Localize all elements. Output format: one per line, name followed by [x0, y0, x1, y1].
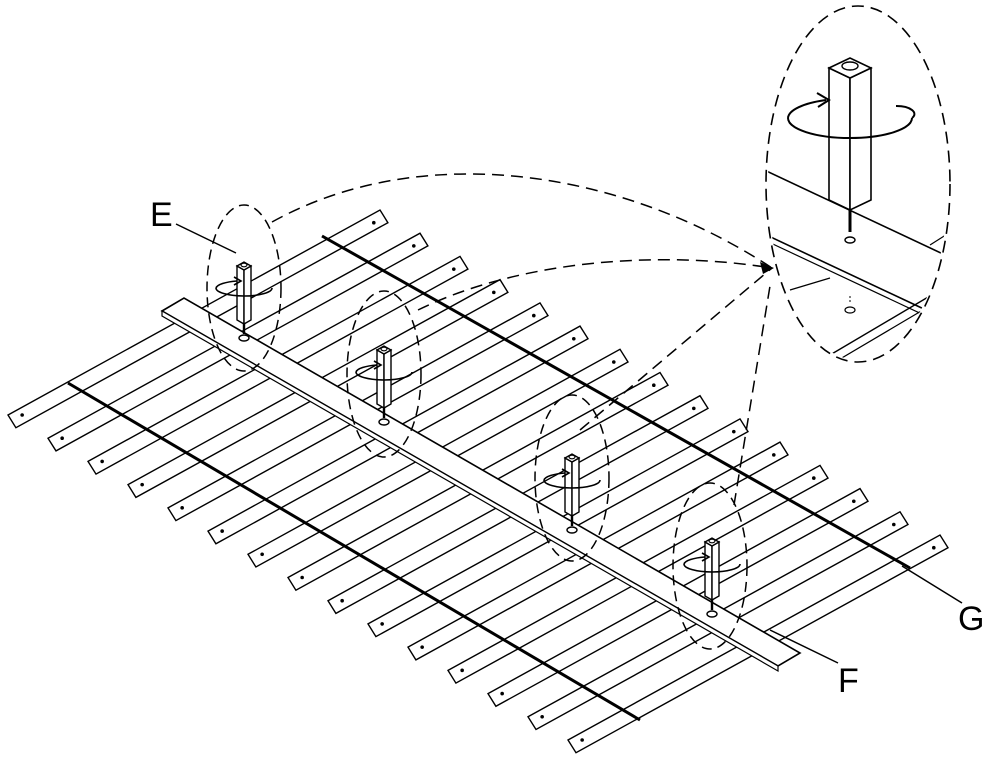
dashed-focus-ellipse: [206, 204, 282, 372]
rotation-arrow-icon: [373, 360, 383, 370]
rotation-arrow-icon: [895, 104, 916, 119]
square-driver-bit-icon: [571, 456, 580, 518]
rotation-arrow-icon: [215, 280, 238, 289]
callout-group: E F G: [150, 196, 984, 700]
rotation-arrow-icon: [816, 92, 831, 108]
rotation-arrow-icon: [215, 287, 273, 297]
square-driver-bit-icon: [376, 348, 385, 410]
slat-hole: [340, 598, 344, 603]
square-driver-bit-icon: [380, 346, 388, 352]
batten-left: [67, 381, 641, 722]
slat-hole: [371, 220, 376, 225]
slat-hole: [931, 545, 936, 550]
detail-leader: [579, 267, 773, 431]
slat-hole: [491, 290, 496, 295]
rotation-arrow-icon: [355, 364, 378, 373]
slat-hole: [380, 622, 384, 626]
slat-hole: [100, 459, 104, 464]
slat-hole: [60, 436, 64, 441]
slat-hole: [771, 453, 776, 457]
slat-hole: [20, 413, 24, 417]
cross-batten-group: [67, 234, 911, 722]
slat-hole: [891, 522, 896, 527]
square-driver-bit-icon: [236, 264, 245, 326]
slat-hole: [140, 482, 144, 487]
dashed-focus-ellipse: [672, 482, 748, 650]
rotation-arrow-icon: [561, 468, 571, 478]
detail-arrowhead: [760, 262, 774, 274]
slat-hole: [580, 738, 584, 742]
detail-rail-edge: [768, 167, 948, 263]
rotation-arrow-icon: [787, 117, 913, 139]
square-driver-bit-icon: [240, 262, 248, 268]
label-e: E: [150, 196, 173, 234]
rail-side-face: [161, 309, 779, 673]
center-rail: [160, 297, 802, 673]
slat-hole: [180, 506, 184, 510]
detail-slat-edge: [789, 277, 831, 291]
rotation-arrow-icon: [355, 371, 413, 381]
screw-icon: [238, 334, 250, 342]
slat-hole: [571, 336, 576, 341]
slat-hole: [451, 267, 456, 271]
detail-slat-edge: [829, 289, 941, 356]
slat-hole: [531, 313, 536, 318]
screw-icon: [844, 236, 856, 244]
leader-line-e: [175, 223, 237, 254]
detail-callout: [271, 5, 951, 506]
square-driver-bit-icon: [704, 540, 713, 602]
square-driver-bit-icon: [849, 66, 872, 212]
slat-hole: [300, 575, 304, 580]
square-driver-bit-icon: [711, 540, 720, 602]
detail-leader: [271, 173, 773, 269]
slat-hole: [540, 714, 544, 719]
rotation-arrow-icon: [701, 552, 711, 562]
leader-line-g: [901, 565, 963, 604]
square-driver-bit-icon: [568, 454, 576, 460]
screw-icon: [378, 418, 390, 426]
slat-hole: [411, 244, 416, 248]
square-driver-bit-icon: [243, 264, 252, 326]
square-driver-bit-icon: [841, 61, 859, 71]
slat-hole: [611, 360, 616, 364]
rotation-arrow-icon: [543, 472, 566, 481]
square-driver-bit-icon: [564, 456, 573, 518]
slat-hole: [651, 383, 656, 388]
screw-icon: [566, 526, 578, 534]
batten-right: [321, 234, 911, 570]
slat-hole: [220, 529, 224, 533]
rotation-arrow-icon: [683, 563, 741, 573]
slat-hole: [731, 429, 736, 434]
square-driver-bit-icon: [708, 538, 716, 544]
slat-hole: [691, 406, 696, 411]
slat-hole: [420, 645, 424, 649]
detail-content: [768, 57, 948, 360]
rotation-arrow-icon: [787, 99, 827, 119]
rotation-arrow-icon: [683, 556, 706, 565]
dashed-focus-ellipse: [534, 394, 610, 562]
screwdriver-group: [206, 204, 748, 650]
slat-hole: [260, 552, 264, 557]
dashed-focus-ellipse: [346, 290, 422, 458]
slat-hole: [851, 499, 856, 504]
slat-hole: [811, 476, 816, 480]
slat-hole: [460, 668, 464, 673]
label-g: G: [958, 600, 984, 638]
leader-line-f: [769, 629, 839, 664]
rotation-arrow-icon: [543, 479, 601, 489]
slat-hole: [500, 691, 504, 696]
label-f: F: [838, 662, 859, 700]
screw-icon: [844, 306, 856, 314]
screw-icon: [706, 610, 718, 618]
square-driver-bit-icon: [828, 66, 851, 212]
square-driver-bit-icon: [383, 348, 392, 410]
detail-leader: [417, 258, 773, 311]
rotation-arrow-icon: [233, 276, 243, 286]
